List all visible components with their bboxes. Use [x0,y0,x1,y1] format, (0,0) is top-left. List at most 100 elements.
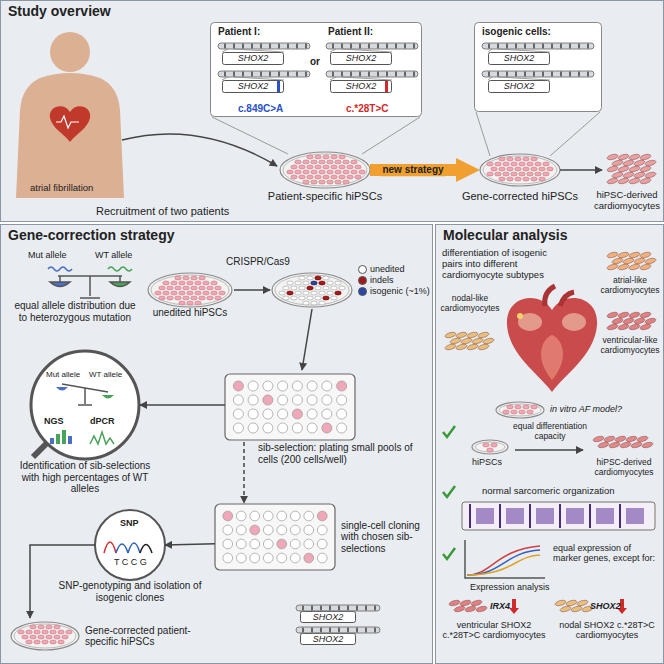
culture-dish [311,301,317,305]
well-plate-drawing [337,409,347,419]
cell-cluster [461,337,473,344]
culture-dish [487,172,493,176]
sarcomere [529,504,531,528]
culture-dish [475,442,505,452]
culture-dish [311,291,317,295]
allele-balance [50,282,70,287]
culture-dish [50,640,56,644]
culture-dish [499,157,505,161]
culture-dish [351,170,357,174]
chromosome [320,606,322,611]
panel-heading: Gene-correction strategy [8,227,425,243]
culture-dish [315,286,321,290]
node-outline [301,612,356,623]
sarcomere [619,504,621,528]
culture-dish [171,291,177,295]
magnifier: Mut alleleWT alleleNGSdPCRIdentification… [10,350,160,495]
culture-dish [46,625,52,629]
culture-dish [311,281,317,285]
well-plate-drawing [263,409,273,419]
chromosome [329,628,331,633]
culture-dish [323,175,329,179]
node-caption: SHOX2 [504,53,535,63]
chromosome [332,72,334,77]
snp-circle [104,542,116,553]
culture-dish [523,157,529,161]
culture-dish [307,276,313,280]
inner-label: Patient I: [218,26,260,38]
culture-dish [343,160,349,164]
culture-dish [179,291,185,295]
patient-figure [16,32,124,198]
culture-dish [179,301,185,305]
well-plate-drawing [233,423,243,433]
culture-dish [483,443,489,447]
culture-dish [151,275,229,305]
cell-cluster [449,599,461,606]
chromosome [368,44,370,49]
mutation-mark [385,81,388,92]
culture-dish [480,154,560,186]
culture-dish [311,160,317,164]
culture-dish [487,162,493,166]
cell-cluster [571,605,583,612]
cell-label: ventricular SHOX2 c.*28T>C cardiomyocyte… [442,620,546,641]
magnifier [56,434,60,444]
culture-dish [339,175,345,179]
chromosome [395,44,397,49]
culture-dish [287,291,293,295]
cell-dish: unedited hiPSCs [140,273,240,319]
cell-cluster [483,337,495,344]
chromosome [278,44,280,49]
cell-cluster [476,605,488,612]
culture-dish [355,165,361,169]
well-plate-drawing [278,409,288,419]
cell-cluster [478,331,490,338]
chromosome [296,605,380,611]
culture-dish [183,296,189,300]
cell-cluster [607,153,619,160]
well-plate-drawing [317,539,327,549]
inner-label: Patient II: [328,26,373,38]
culture-dish [335,291,341,295]
mutation-label: c.849C>A [238,103,283,115]
culture-dish [327,281,333,285]
cell-cluster [629,311,641,318]
well-plate-drawing [236,511,246,521]
culture-dish [535,162,541,166]
culture-dish [507,167,513,171]
culture-dish [515,167,521,171]
well-plate-drawing [307,423,317,433]
down-arrows [509,599,519,614]
cell-cluster [629,177,641,184]
cell-cluster [445,331,457,338]
well-plate-drawing [278,381,288,391]
chromosome [222,49,284,52]
culture-dish [199,276,205,280]
culture-dish [183,276,189,280]
cell-cluster [618,263,630,270]
well-plate-drawing [223,511,233,521]
well-plate-drawing [277,539,287,549]
culture-dish [543,162,549,166]
heart [541,335,563,380]
well-plate-drawing [236,539,246,549]
culture-dish [491,167,497,171]
culture-dish [287,281,293,285]
patient-box: Patient I:orPatient II:SHOX2SHOX2SHOX2SH… [210,22,422,117]
culture-dish [531,405,537,409]
culture-dish [343,180,349,184]
legend-text: unedited [370,264,405,274]
inner-label: T C C G [114,557,147,567]
chromosome [326,71,418,80]
culture-dish [303,160,309,164]
chromosome [341,72,343,77]
well-plate-drawing [337,395,347,405]
chromosome [374,628,376,633]
well-plate-drawing [290,525,300,535]
well-plate-drawing [304,511,314,521]
inner-label: dPCR [90,416,115,426]
culture-dish [295,281,301,285]
well-plate-drawing [250,553,260,563]
node-caption: unedited hiPSCs [140,307,240,319]
